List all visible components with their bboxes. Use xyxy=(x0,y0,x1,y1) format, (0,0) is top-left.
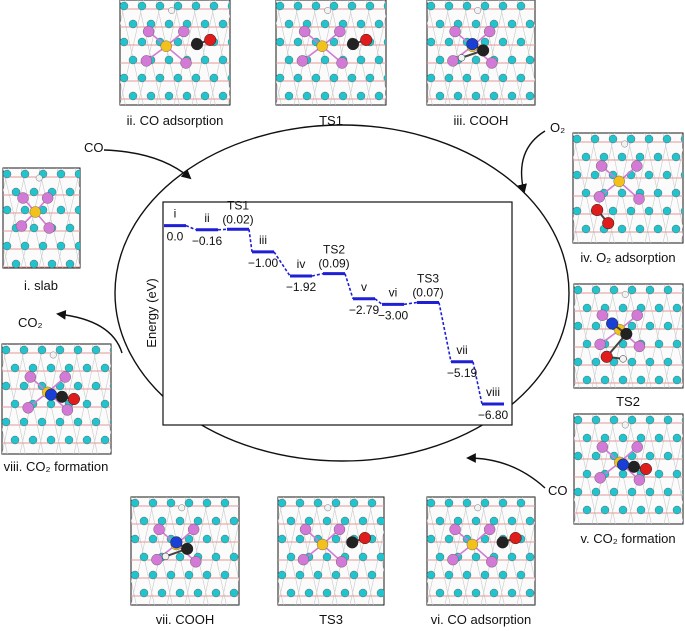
panel-caption-v: v. CO₂ formation xyxy=(580,531,675,546)
energy-value-vi: −3.00 xyxy=(378,308,409,322)
structure-panel-vii xyxy=(130,496,240,606)
panel-caption-iii: iii. COOH xyxy=(454,113,509,128)
panel-caption-ii: ii. CO adsorption xyxy=(127,113,224,128)
barrier-label-ts3: (0.07) xyxy=(412,285,443,299)
structure-panel-vi xyxy=(426,496,536,606)
reaction-cycle-ellipse xyxy=(114,124,570,462)
panel-caption-vii: vii. COOH xyxy=(156,612,215,627)
energy-connector xyxy=(311,272,324,277)
structure-panel-ii xyxy=(119,0,231,106)
structure-panel-viii xyxy=(1,343,112,455)
level-name-ts1: TS1 xyxy=(227,198,249,212)
structure-panel-ts1 xyxy=(275,0,387,106)
level-name-iv: iv xyxy=(297,257,306,271)
arrow-co-in-1 xyxy=(103,149,192,180)
arrow-o2-in xyxy=(517,130,546,194)
structure-panel-v xyxy=(573,413,684,525)
structure-panel-iii xyxy=(426,0,536,106)
energy-value-iv: −1.92 xyxy=(286,280,317,294)
arrow-co-in-2-label: CO xyxy=(548,483,568,498)
energy-value-ii: −0.16 xyxy=(192,234,223,248)
panel-caption-viii: viii. CO₂ formation xyxy=(4,459,109,474)
energy-connector xyxy=(185,224,197,231)
panel-caption-i: i. slab xyxy=(24,278,58,293)
level-name-v: v xyxy=(361,280,367,294)
arrow-co-in-2 xyxy=(466,453,546,489)
energy-connector xyxy=(344,273,354,300)
arrow-co2-out-1-label: CO₂ xyxy=(18,315,43,330)
level-name-iii: iii xyxy=(259,233,267,247)
barrier-label-ts2: (0.09) xyxy=(318,257,349,271)
level-name-viii: viii xyxy=(486,385,500,399)
structure-panel-i xyxy=(2,167,81,269)
arrow-co2-out-1 xyxy=(56,309,123,354)
energy-connector xyxy=(217,228,228,231)
structure-panel-iv xyxy=(572,132,684,244)
energy-connector xyxy=(438,302,452,362)
arrow-o2-in-label: O₂ xyxy=(550,120,565,135)
level-name-vi: vi xyxy=(389,285,398,299)
panel-caption-iv: iv. O₂ adsorption xyxy=(580,250,675,265)
energy-connector xyxy=(472,361,483,405)
arrow-co-in-1-label: CO xyxy=(84,140,104,155)
level-name-ts3: TS3 xyxy=(417,271,439,285)
energy-value-iii: −1.00 xyxy=(248,256,279,270)
panel-caption-vi: vi. CO adsorption xyxy=(431,612,531,627)
level-name-i: i xyxy=(174,207,177,221)
panel-caption-ts2: TS2 xyxy=(616,394,640,409)
level-name-vii: vii xyxy=(456,343,467,357)
energy-value-vii: −5.19 xyxy=(447,366,478,380)
energy-connector xyxy=(248,229,253,252)
level-name-ts2: TS2 xyxy=(323,243,345,257)
barrier-label-ts1: (0.02) xyxy=(222,212,253,226)
panel-caption-ts3: TS3 xyxy=(319,612,343,627)
energy-value-viii: −6.80 xyxy=(478,408,509,422)
structure-panel-ts2 xyxy=(573,283,684,389)
energy-value-i: 0.0 xyxy=(167,230,184,244)
panel-caption-ts1: TS1 xyxy=(319,113,343,128)
level-name-ii: ii xyxy=(204,211,209,225)
chart-ylabel: Energy (eV) xyxy=(144,278,159,347)
energy-value-v: −2.79 xyxy=(349,303,380,317)
energy-connector xyxy=(403,301,418,306)
energy-chart-frame xyxy=(162,201,513,426)
structure-panel-ts3 xyxy=(277,496,385,606)
energy-connector xyxy=(374,298,383,305)
